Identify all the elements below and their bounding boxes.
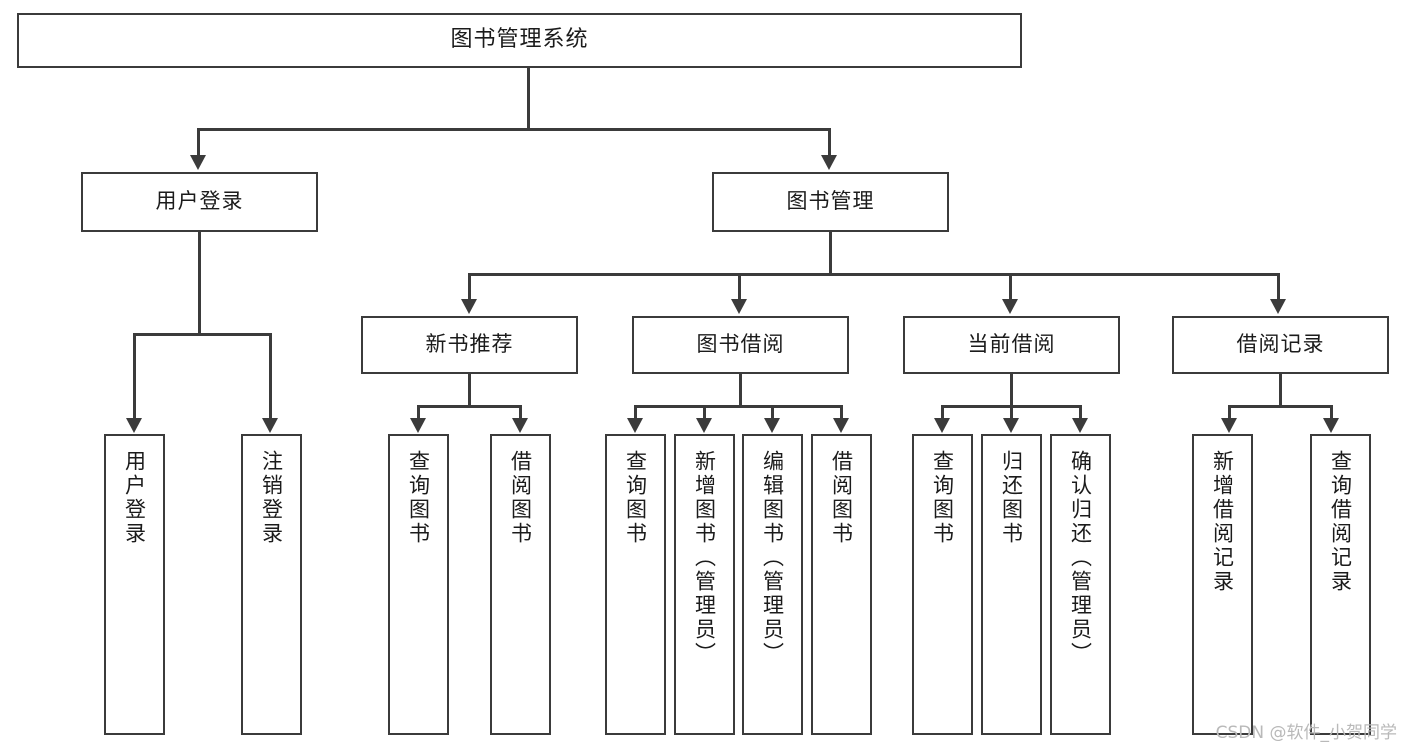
arrow-book-manage-child-3 (1002, 299, 1018, 314)
node-label: 图书管理系统 (450, 27, 589, 53)
connector-user-login-drop-1 (133, 333, 136, 420)
connector-book-borrow-drop-3 (771, 405, 774, 420)
node-label: 注销登录 (259, 450, 284, 546)
node-user-login: 用户登录 (81, 172, 318, 232)
connector-user-login-drop-2 (269, 333, 272, 420)
connector-current-borrow-stem (1010, 374, 1013, 408)
node-book-borrow: 图书借阅 (632, 316, 849, 374)
connector-book-manage-drop-2 (738, 273, 741, 301)
arrow-root-to-user-login (190, 155, 206, 170)
connector-new-book-drop-2 (519, 405, 522, 420)
node-label: 查询借阅记录 (1328, 450, 1353, 594)
arrow-book-borrow-leaf-4 (833, 418, 849, 433)
node-root-system: 图书管理系统 (17, 13, 1022, 68)
connector-root-to-user-login (197, 128, 200, 157)
leaf-record-query-record: 查询借阅记录 (1310, 434, 1371, 735)
connector-book-borrow-bus (634, 405, 843, 408)
arrow-root-to-book-manage (821, 155, 837, 170)
connector-borrow-record-stem (1279, 374, 1282, 408)
leaf-borrow-query-book: 查询图书 (605, 434, 666, 735)
arrow-borrow-record-leaf-1 (1221, 418, 1237, 433)
node-current-borrow: 当前借阅 (903, 316, 1120, 374)
leaf-record-add-record: 新增借阅记录 (1192, 434, 1253, 735)
connector-user-login-stem (198, 232, 201, 336)
arrow-current-borrow-leaf-2 (1003, 418, 1019, 433)
arrow-book-borrow-leaf-2 (696, 418, 712, 433)
node-label: 图书借阅 (696, 332, 785, 357)
connector-new-book-drop-1 (417, 405, 420, 420)
node-label: 编辑图书（管理员） (760, 450, 785, 666)
arrow-book-borrow-leaf-3 (764, 418, 780, 433)
arrow-book-manage-child-2 (731, 299, 747, 314)
connector-book-manage-drop-1 (468, 273, 471, 301)
connector-book-manage-drop-4 (1277, 273, 1280, 301)
connector-book-manage-bus (468, 273, 1280, 276)
arrow-book-manage-child-1 (461, 299, 477, 314)
leaf-borrow-edit-book-admin: 编辑图书（管理员） (742, 434, 803, 735)
node-label: 借阅图书 (508, 450, 533, 546)
node-book-manage: 图书管理 (712, 172, 949, 232)
arrow-current-borrow-leaf-1 (934, 418, 950, 433)
connector-book-borrow-drop-2 (703, 405, 706, 420)
leaf-user-login: 用户登录 (104, 434, 165, 735)
connector-book-manage-drop-3 (1009, 273, 1012, 301)
connector-book-borrow-stem (739, 374, 742, 408)
leaf-current-confirm-return-admin: 确认归还（管理员） (1050, 434, 1111, 735)
connector-user-login-bus (133, 333, 271, 336)
leaf-newbook-borrow-book: 借阅图书 (490, 434, 551, 735)
node-label: 用户登录 (122, 450, 147, 546)
leaf-borrow-add-book-admin: 新增图书（管理员） (674, 434, 735, 735)
node-label: 查询图书 (406, 450, 431, 546)
node-new-book-recommend: 新书推荐 (361, 316, 578, 374)
node-label: 新书推荐 (425, 332, 514, 357)
leaf-current-query-book: 查询图书 (912, 434, 973, 735)
leaf-current-return-book: 归还图书 (981, 434, 1042, 735)
connector-book-manage-stem (829, 232, 832, 276)
node-label: 当前借阅 (967, 332, 1056, 357)
leaf-newbook-query-book: 查询图书 (388, 434, 449, 735)
connector-current-borrow-drop-2 (1010, 405, 1013, 420)
connector-root-stem (527, 68, 530, 130)
arrow-current-borrow-leaf-3 (1072, 418, 1088, 433)
connector-current-borrow-drop-3 (1079, 405, 1082, 420)
connector-borrow-record-drop-2 (1330, 405, 1333, 420)
watermark-text: CSDN @软件_小贺同学 (1215, 723, 1397, 743)
arrow-book-manage-child-4 (1270, 299, 1286, 314)
arrow-user-login-leaf-1 (126, 418, 142, 433)
connector-root-bus (197, 128, 831, 131)
node-label: 查询图书 (623, 450, 648, 546)
connector-current-borrow-drop-1 (941, 405, 944, 420)
node-label: 归还图书 (999, 450, 1024, 546)
arrow-user-login-leaf-2 (262, 418, 278, 433)
connector-root-to-book-manage (828, 128, 831, 157)
node-label: 借阅记录 (1236, 332, 1325, 357)
leaf-borrow-borrow-book: 借阅图书 (811, 434, 872, 735)
node-label: 新增图书（管理员） (692, 450, 717, 666)
node-label: 图书管理 (786, 189, 875, 214)
node-label: 查询图书 (930, 450, 955, 546)
node-label: 借阅图书 (829, 450, 854, 546)
connector-borrow-record-drop-1 (1228, 405, 1231, 420)
node-label: 新增借阅记录 (1210, 450, 1235, 594)
leaf-logout-login: 注销登录 (241, 434, 302, 735)
connector-borrow-record-bus (1228, 405, 1333, 408)
connector-new-book-stem (468, 374, 471, 408)
arrow-borrow-record-leaf-2 (1323, 418, 1339, 433)
node-label: 用户登录 (155, 189, 244, 214)
node-borrow-record: 借阅记录 (1172, 316, 1389, 374)
arrow-new-book-leaf-2 (512, 418, 528, 433)
arrow-book-borrow-leaf-1 (627, 418, 643, 433)
connector-book-borrow-drop-1 (634, 405, 637, 420)
connector-new-book-bus (417, 405, 522, 408)
arrow-new-book-leaf-1 (410, 418, 426, 433)
node-label: 确认归还（管理员） (1068, 450, 1093, 666)
connector-book-borrow-drop-4 (840, 405, 843, 420)
